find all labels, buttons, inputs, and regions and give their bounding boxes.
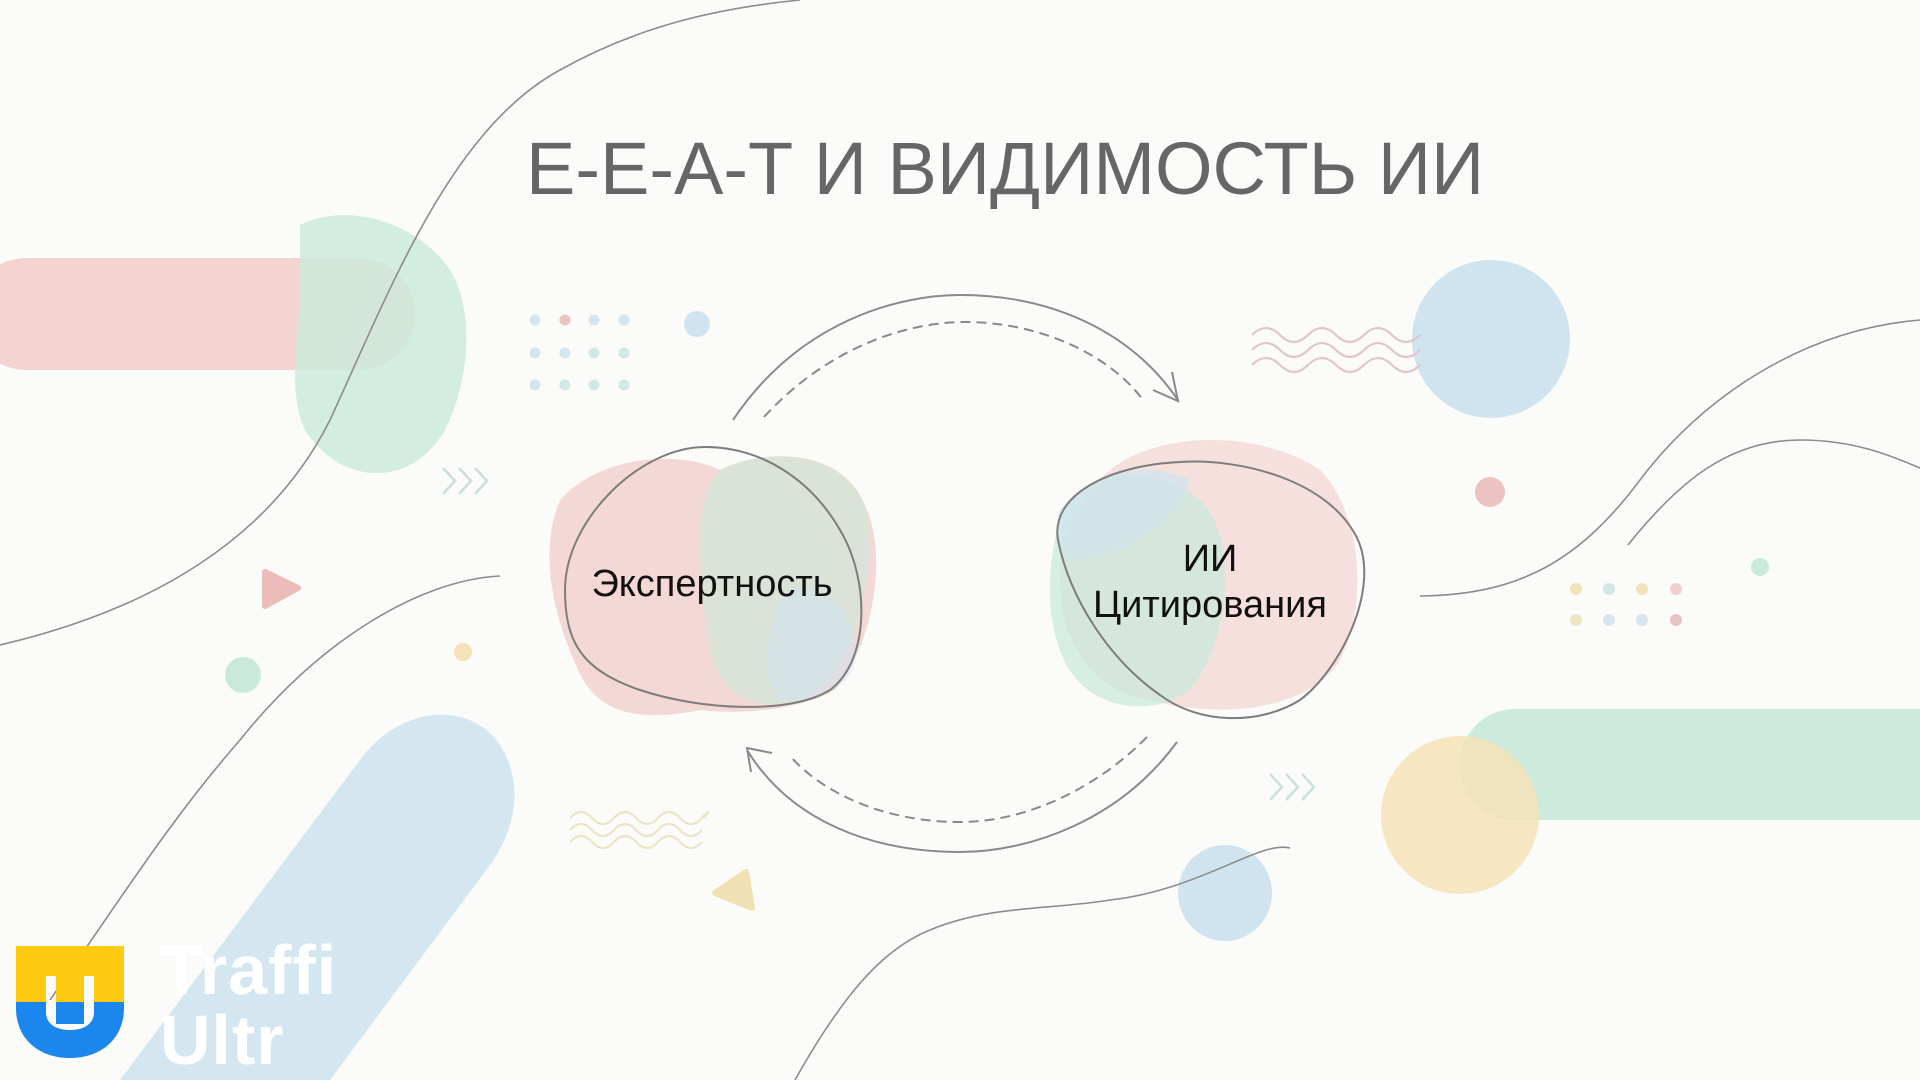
mint-pill-shape — [1460, 709, 1920, 820]
sand-circle-shape — [1381, 736, 1539, 894]
wavy-lines-pink — [1251, 326, 1421, 374]
expertise-node-shape — [549, 445, 877, 716]
small-dot — [225, 657, 261, 693]
dot-grid-left — [529, 314, 630, 391]
mint-blob-shape — [295, 215, 467, 474]
blue-circle-shape — [1412, 260, 1570, 418]
brand-name-line-1: Traffi — [160, 931, 338, 1009]
ai-citations-node-label: ИИ Цитирования — [1080, 536, 1340, 628]
chevrons-right-icon — [1269, 773, 1316, 801]
blue-diagonal-pill-shape — [120, 714, 515, 1080]
sand-triangle-shape — [712, 869, 755, 911]
bottom-cycle-arrow — [745, 736, 1178, 854]
small-dot — [454, 643, 472, 661]
small-dot — [1475, 477, 1505, 507]
traffic-ultra-tu-logo-icon — [16, 946, 124, 1058]
pink-triangle-shape — [262, 569, 301, 609]
expertise-node-label: Экспертность — [588, 561, 836, 607]
brand-name: Traffi Ultr — [150, 930, 350, 1080]
slide-title: Е-Е-А-Т И ВИДИМОСТЬ ИИ — [526, 127, 1485, 210]
top-cycle-arrow — [732, 293, 1180, 421]
small-dot — [684, 311, 710, 337]
ai-citations-label-line-2: Цитирования — [1093, 584, 1327, 626]
small-blue-circle-shape — [1178, 845, 1272, 941]
dot-grid-right — [1570, 583, 1682, 626]
expertise-label-line: Экспертность — [591, 563, 833, 605]
brand-name-line-2: Ultr — [160, 1001, 285, 1079]
wavy-lines-sand — [569, 810, 710, 850]
chevrons-left-icon — [442, 467, 489, 495]
ai-citations-node-shape — [1049, 440, 1366, 720]
small-dot — [1751, 558, 1769, 576]
ai-citations-label-line-1: ИИ — [1182, 538, 1238, 580]
